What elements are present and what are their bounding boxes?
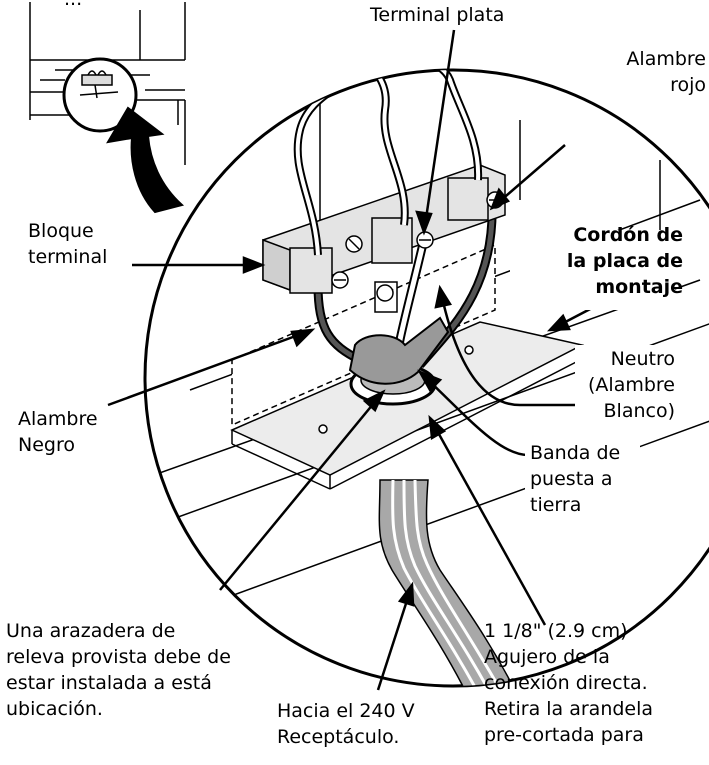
curved-arrow	[106, 106, 185, 214]
power-cord	[378, 479, 522, 686]
alambre-rojo-label: Alambre rojo	[626, 48, 706, 96]
mounting-bracket	[231, 243, 496, 427]
top-fragment-label: ...	[64, 0, 82, 12]
neutro-label: Neutro (Alambre Blanco)	[588, 348, 675, 422]
terminal-plata-label: Terminal plata	[370, 4, 505, 26]
strain-relief	[348, 316, 450, 385]
cordon-label: Cordón de la placa de montaje	[566, 224, 683, 298]
inset-magnifier	[62, 57, 138, 133]
alambre-negro-label: Alambre Negro	[18, 408, 98, 456]
agujero-label: 1 1/8" (2.9 cm) Agujero de la conexión d…	[484, 620, 654, 746]
bloque-terminal-label: Bloque terminal	[28, 220, 108, 268]
arazadera-label: Una arazadera de releva provista debe de…	[6, 620, 231, 720]
hacia-label: Hacia el 240 V Receptáculo.	[277, 700, 415, 748]
banda-label: Banda de puesta a tierra	[530, 442, 621, 516]
